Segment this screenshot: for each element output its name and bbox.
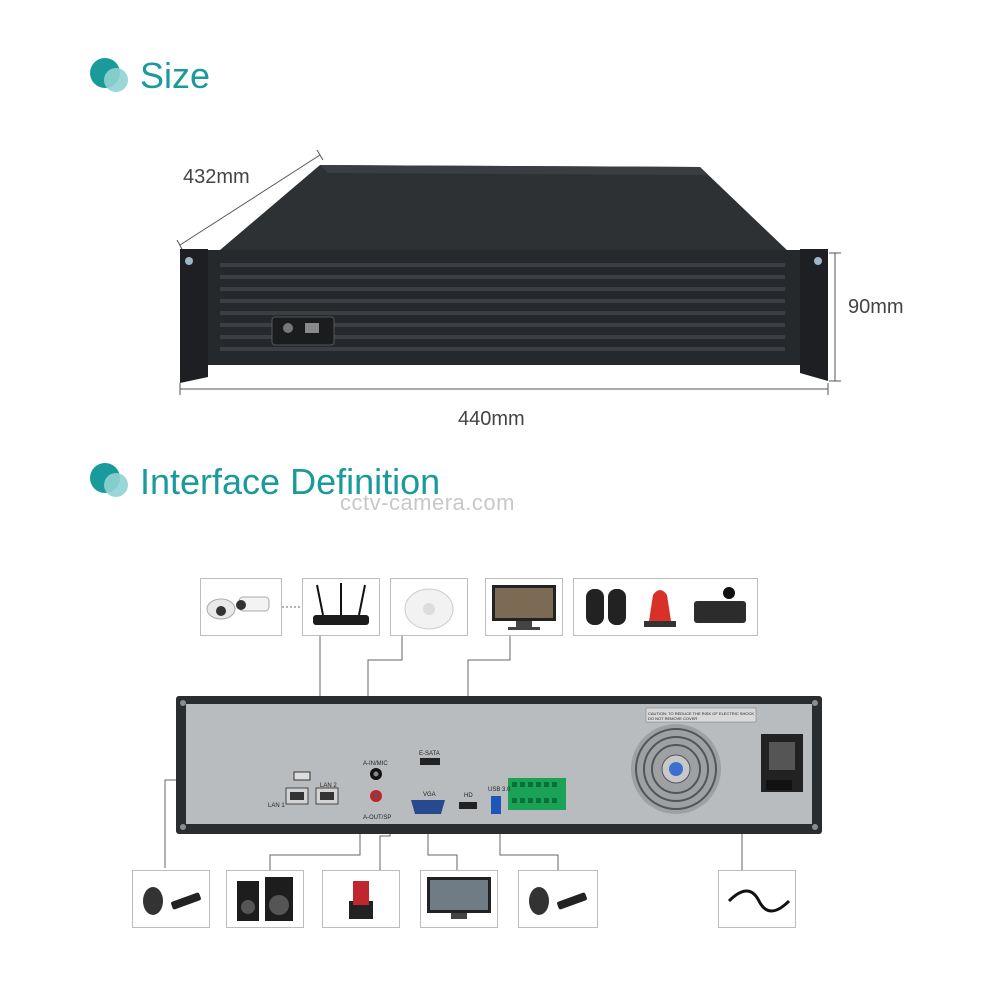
lan2-label: LAN 2 — [320, 783, 337, 789]
nvr-front-illustration — [176, 149, 841, 395]
ip-cameras-thumbnail — [200, 578, 282, 636]
caution-label: CAUTION: TO REDUCE THE RISK OF ELECTRIC … — [648, 711, 755, 721]
alarm-devices-thumbnail — [573, 578, 758, 636]
vga-label: VGA — [423, 792, 436, 798]
monitor-vga-thumbnail — [420, 870, 498, 928]
rear-panel-ports — [180, 700, 818, 830]
usb3-label: USB 3.0 — [488, 787, 511, 793]
esata-dock-thumbnail — [322, 870, 400, 928]
watermark-text: cctv-camera.com — [340, 490, 515, 515]
power-cable-thumbnail — [718, 870, 796, 928]
depth-dimension-label: 432mm — [183, 166, 250, 188]
lan1-label: LAN 1 — [268, 803, 285, 809]
height-dimension-label: 90mm — [848, 296, 904, 318]
audio-in-label: A-IN/MIC — [363, 761, 388, 767]
speakers-thumbnail — [226, 870, 304, 928]
size-heading: Size — [140, 55, 211, 96]
width-dimension-label: 440mm — [458, 408, 525, 430]
esata-label: E-SATA — [419, 751, 440, 757]
hdmi-label: HD — [464, 793, 473, 799]
microphone-thumbnail — [390, 578, 468, 636]
mouse-usb3-thumbnail — [518, 870, 598, 928]
monitor-hdmi-thumbnail — [485, 578, 563, 636]
router-thumbnail — [302, 578, 380, 636]
audio-out-label: A-OUT/SP — [363, 815, 392, 821]
mouse-usb-thumbnail — [132, 870, 210, 928]
interface-heading: Interface Definition — [140, 461, 441, 502]
